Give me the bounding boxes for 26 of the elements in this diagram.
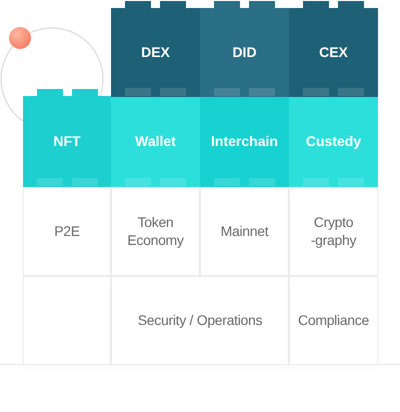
block-label: NFT <box>53 132 81 150</box>
building-block <box>23 89 111 187</box>
building-block <box>200 97 289 187</box>
block-label: P2E <box>54 222 80 240</box>
block-label: Compliance <box>298 312 369 330</box>
block-label: Mainnet <box>220 222 268 240</box>
block-label: Token Economy <box>126 214 185 249</box>
building-block <box>289 1 378 97</box>
building-block <box>200 187 289 276</box>
building-block <box>111 187 200 276</box>
building-block <box>23 187 111 276</box>
building-block <box>111 1 200 97</box>
block-label: Wallet <box>135 133 176 151</box>
block-label: DEX <box>141 44 170 62</box>
building-block <box>289 276 378 365</box>
block-label: CEX <box>319 44 348 62</box>
building-block <box>200 1 289 97</box>
block-label: Crypto -graphy <box>310 214 358 249</box>
building-block <box>289 97 378 187</box>
building-block <box>111 97 200 187</box>
building-block <box>23 276 111 365</box>
block-label: Security / Operations <box>138 312 262 330</box>
block-label: Custedy <box>306 133 362 151</box>
block-label: DID <box>232 44 257 62</box>
block-label: Interchain <box>211 133 278 151</box>
building-block <box>289 187 378 276</box>
